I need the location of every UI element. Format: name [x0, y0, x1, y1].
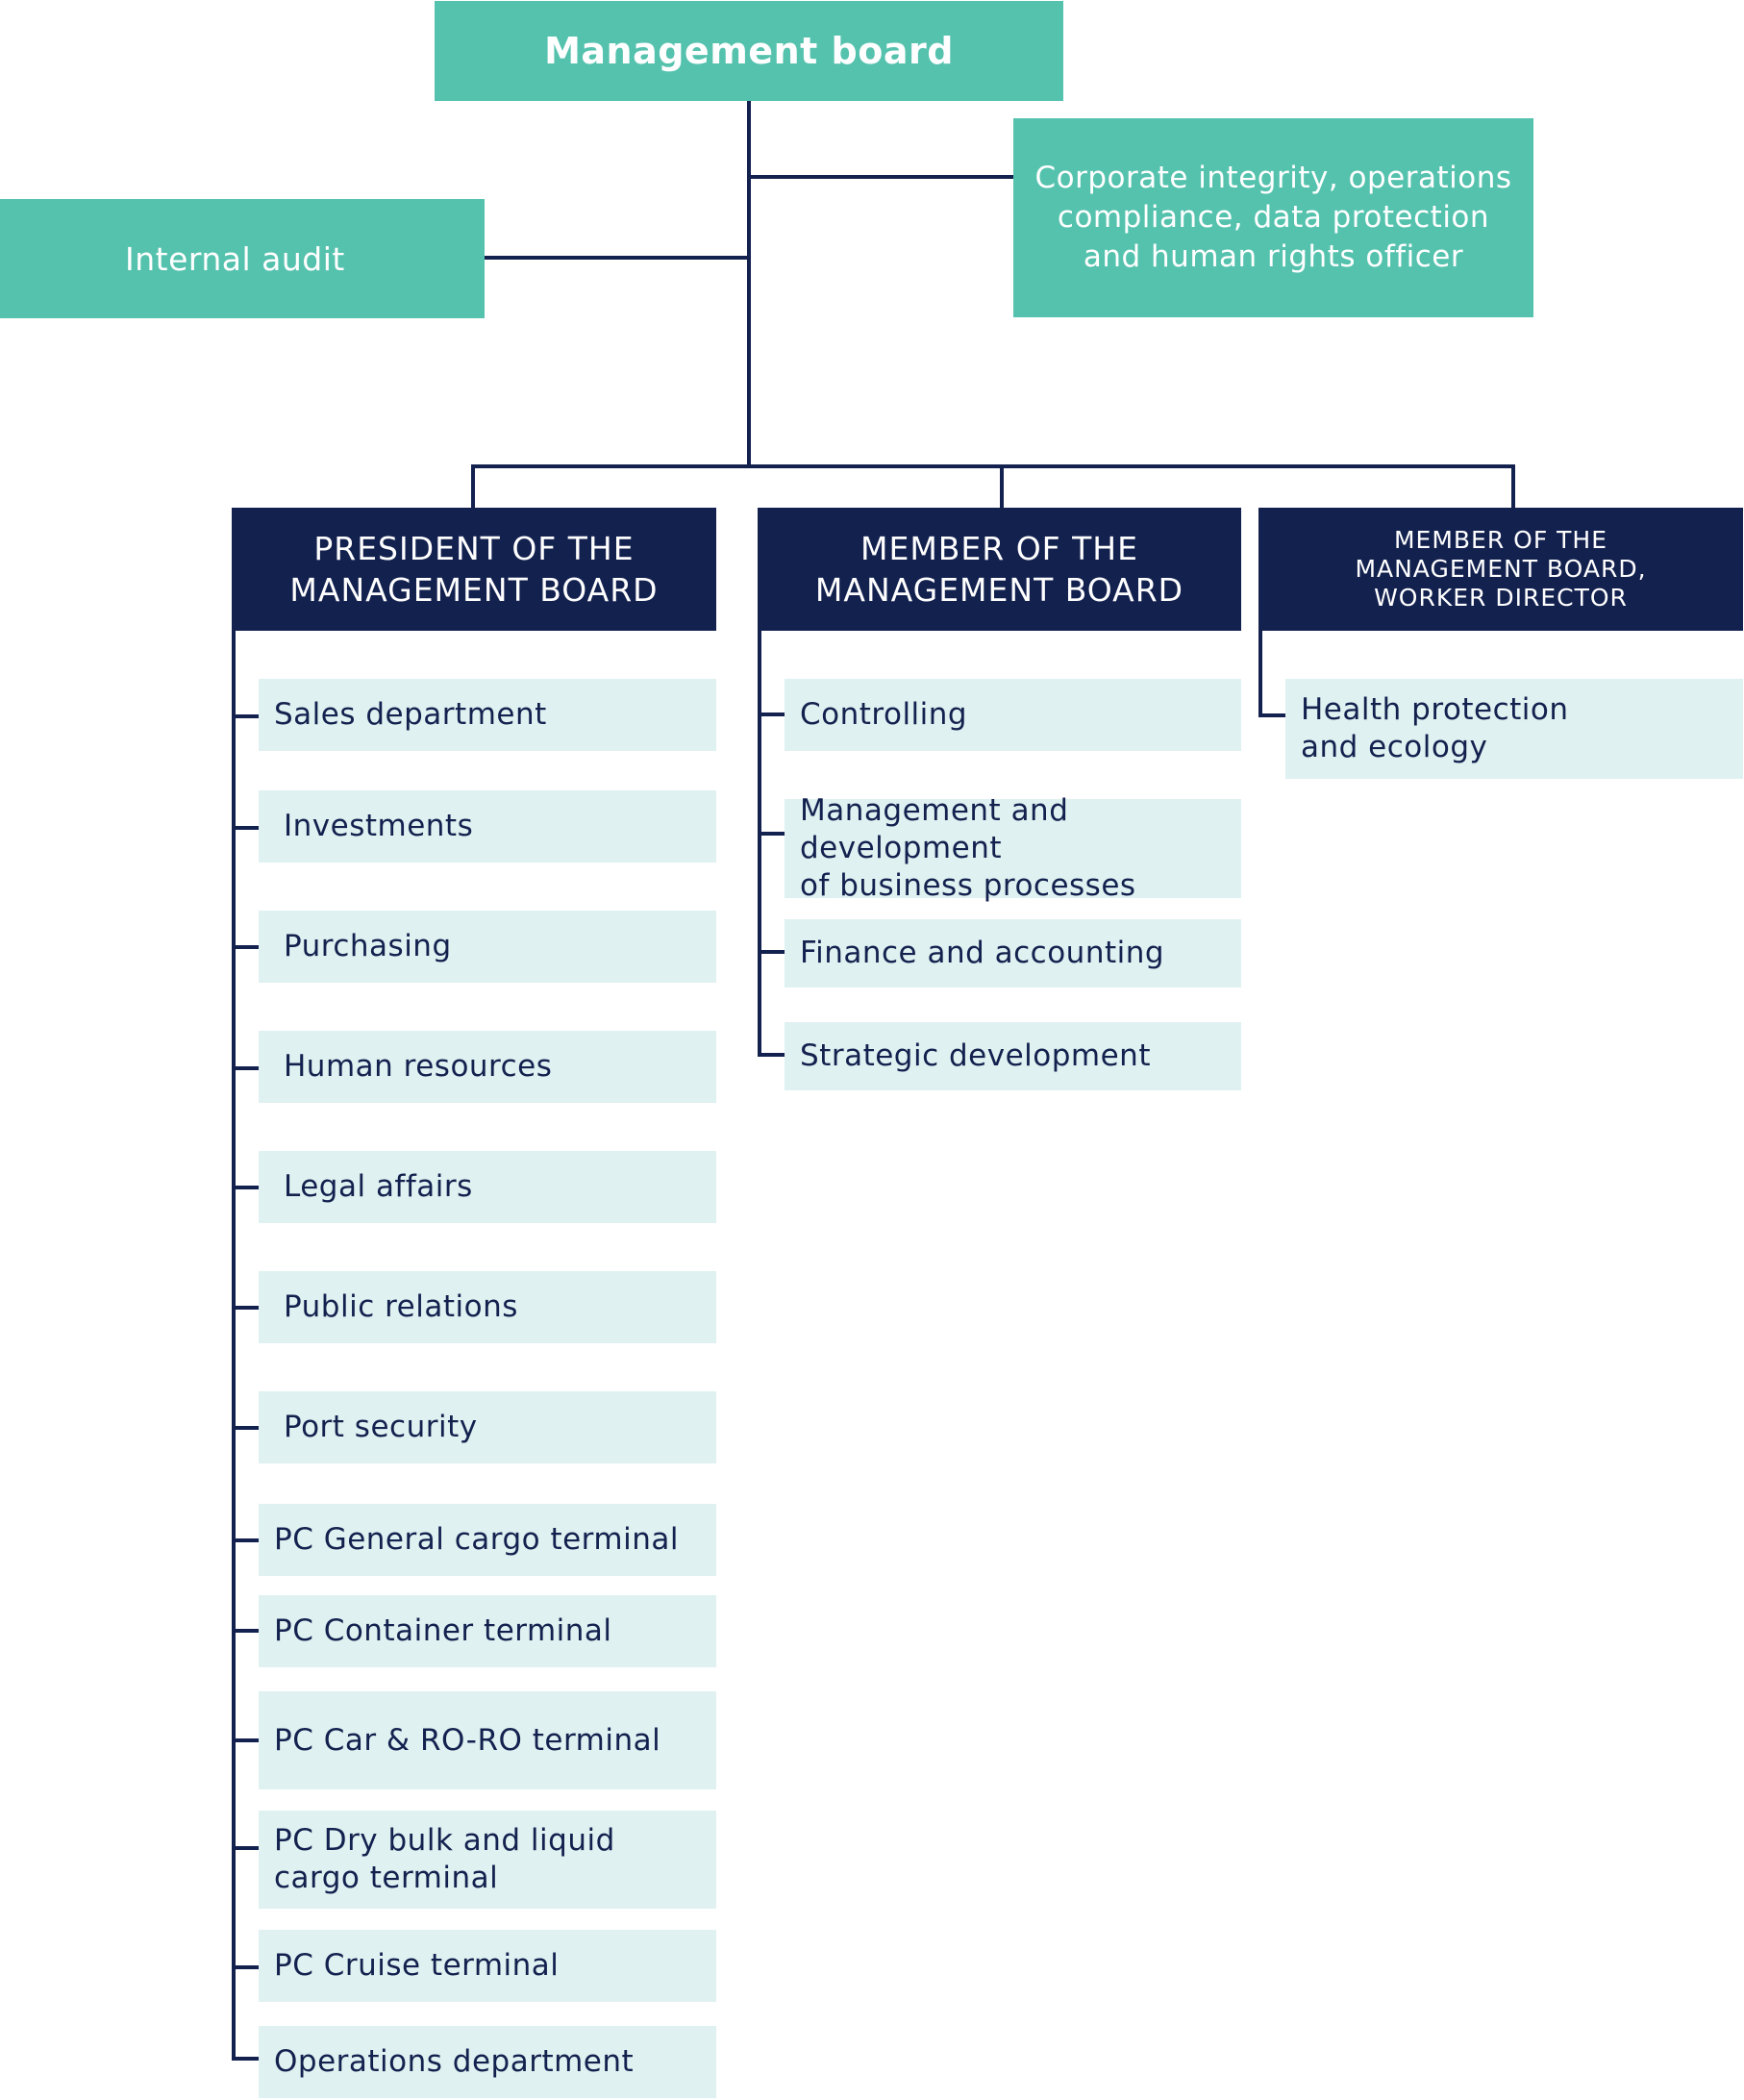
connector-tick: [232, 1066, 259, 1070]
dept-item: Port security: [259, 1391, 716, 1463]
connector-tick: [232, 1426, 259, 1430]
connector-tick: [232, 714, 259, 718]
connector-tick: [232, 1186, 259, 1189]
internal-audit-label: Internal audit: [125, 239, 345, 278]
dept-item: Operations department: [259, 2026, 716, 2098]
connector-line: [1511, 464, 1515, 509]
dept-item-label: Management and development of business p…: [800, 793, 1136, 903]
dept-item-label: Human resources: [284, 1049, 553, 1084]
dept-item-label: Health protection and ecology: [1301, 692, 1569, 764]
member-header: MEMBER OF THE MANAGEMENT BOARD: [758, 508, 1241, 631]
internal-audit-box: Internal audit: [0, 199, 485, 318]
connector-line: [1000, 464, 1004, 509]
connector-tick: [758, 832, 785, 836]
dept-item-label: Sales department: [274, 697, 547, 732]
dept-item: PC Car & RO-RO terminal: [259, 1691, 716, 1789]
dept-item-label: Controlling: [800, 697, 968, 732]
dept-item-label: PC Dry bulk and liquid cargo terminal: [274, 1823, 615, 1895]
dept-item-label: Finance and accounting: [800, 936, 1165, 970]
dept-item-label: Public relations: [284, 1289, 518, 1324]
connector-tick: [758, 950, 785, 954]
dept-item: PC Cruise terminal: [259, 1930, 716, 2002]
connector-line: [471, 464, 1515, 468]
connector-tick: [232, 1306, 259, 1310]
dept-item: PC General cargo terminal: [259, 1504, 716, 1576]
officer-label: Corporate integrity, operations complian…: [1034, 161, 1512, 274]
connector-line: [747, 100, 751, 466]
president-header: PRESIDENT OF THE MANAGEMENT BOARD: [232, 508, 716, 631]
connector-tick: [232, 945, 259, 949]
dept-item-label: PC Car & RO-RO terminal: [274, 1722, 661, 1758]
dept-item-label: Purchasing: [284, 929, 452, 963]
worker-director-title: MEMBER OF THE MANAGEMENT BOARD, WORKER D…: [1355, 526, 1647, 612]
dept-item: Finance and accounting: [785, 919, 1241, 988]
dept-item: Investments: [259, 790, 716, 862]
connector-tick: [758, 1053, 785, 1057]
dept-item: Human resources: [259, 1031, 716, 1103]
dept-item-label: Operations department: [274, 2044, 635, 2079]
management-board-title: Management board: [544, 30, 954, 72]
dept-item: PC Dry bulk and liquid cargo terminal: [259, 1811, 716, 1909]
officer-box: Corporate integrity, operations complian…: [1013, 118, 1533, 317]
dept-item-label: PC Cruise terminal: [274, 1948, 560, 1983]
connector-line: [758, 629, 761, 1056]
member-title: MEMBER OF THE MANAGEMENT BOARD: [814, 530, 1184, 609]
connector-line: [484, 256, 749, 260]
dept-item: PC Container terminal: [259, 1595, 716, 1667]
dept-item-label: PC Container terminal: [274, 1613, 612, 1648]
connector-line: [232, 629, 236, 2059]
dept-item: Controlling: [785, 679, 1241, 751]
connector-tick: [232, 1538, 259, 1542]
dept-item-label: Legal affairs: [284, 1169, 473, 1204]
connector-line: [749, 175, 1014, 179]
connector-line: [1258, 629, 1262, 716]
dept-item: Public relations: [259, 1271, 716, 1343]
president-title: PRESIDENT OF THE MANAGEMENT BOARD: [289, 530, 659, 609]
connector-tick: [232, 1965, 259, 1969]
connector-tick: [1258, 713, 1285, 717]
dept-item: Purchasing: [259, 911, 716, 983]
dept-item-label: Investments: [284, 809, 474, 843]
connector-tick: [232, 826, 259, 830]
connector-tick: [232, 2057, 259, 2061]
connector-line: [471, 464, 475, 509]
connector-tick: [758, 712, 785, 716]
dept-item: Health protection and ecology: [1285, 679, 1743, 779]
management-board-box: Management board: [435, 1, 1063, 101]
connector-tick: [232, 1846, 259, 1850]
connector-tick: [232, 1629, 259, 1633]
dept-item-label: PC General cargo terminal: [274, 1522, 679, 1557]
dept-item: Legal affairs: [259, 1151, 716, 1223]
dept-item: Sales department: [259, 679, 716, 751]
worker-director-header: MEMBER OF THE MANAGEMENT BOARD, WORKER D…: [1258, 508, 1743, 631]
dept-item: Management and development of business p…: [785, 793, 1241, 903]
dept-item-label: Strategic development: [800, 1038, 1151, 1073]
dept-item-label: Port security: [284, 1410, 478, 1444]
dept-item: Strategic development: [785, 1022, 1241, 1090]
connector-tick: [232, 1738, 259, 1742]
